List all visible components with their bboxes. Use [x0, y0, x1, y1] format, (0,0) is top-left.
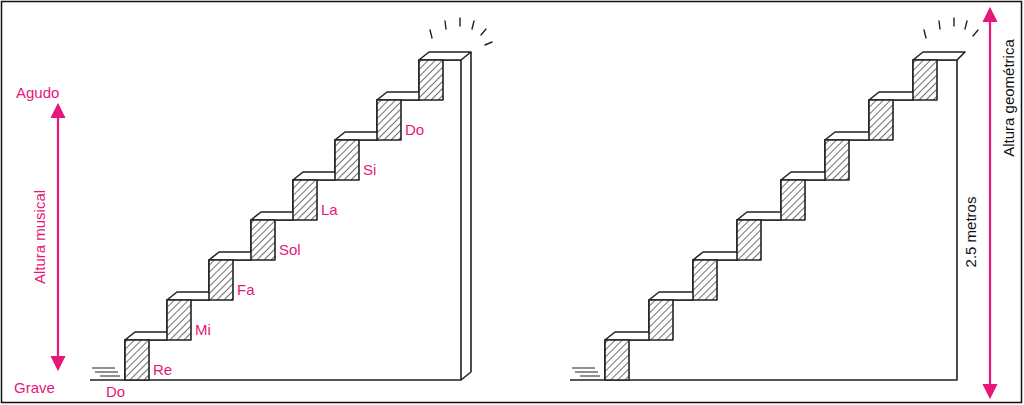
- axis-label: Altura geométrica: [1000, 39, 1018, 157]
- shine-rays: [430, 18, 492, 45]
- pitch-high-label: Agudo: [16, 84, 59, 102]
- note-label: La: [321, 201, 338, 219]
- height-arrow: [989, 10, 991, 396]
- right-staircase: [570, 52, 965, 380]
- note-label: Mi: [195, 321, 211, 339]
- dimension-label: 2.5 metros: [962, 197, 980, 268]
- note-label: Si: [363, 161, 376, 179]
- left-staircase: [90, 52, 471, 380]
- note-label: Do: [405, 121, 424, 139]
- pitch-arrow: [57, 106, 59, 368]
- note-label: Do: [106, 383, 125, 401]
- note-label: Sol: [279, 241, 301, 259]
- shine-rays: [924, 18, 978, 38]
- axis-label: Altura musical: [31, 190, 49, 284]
- pitch-low-label: Grave: [14, 379, 55, 397]
- note-label: Re: [153, 361, 172, 379]
- note-label: Fa: [237, 281, 255, 299]
